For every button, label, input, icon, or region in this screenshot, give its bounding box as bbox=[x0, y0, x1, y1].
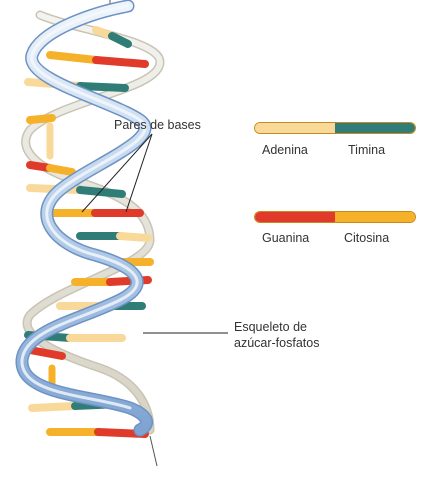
base-pair bbox=[26, 346, 66, 360]
base-pair bbox=[26, 161, 76, 176]
base-pair bbox=[26, 114, 56, 124]
legend-label-adenina: Adenina bbox=[262, 143, 308, 157]
legend-swatch-timina bbox=[335, 123, 415, 133]
legend-bar-guanina-citosina bbox=[254, 211, 416, 223]
base-pair bbox=[92, 26, 132, 48]
base-pair bbox=[46, 428, 149, 438]
base-pair bbox=[26, 184, 126, 198]
legend-label-citosina: Citosina bbox=[344, 231, 390, 245]
legend-swatch-citosina bbox=[335, 212, 415, 222]
pointer-line-base-pairs-2 bbox=[125, 133, 153, 213]
pointer-line-base-pairs-1 bbox=[81, 133, 153, 213]
base-pair bbox=[46, 51, 149, 68]
base-pair bbox=[76, 232, 152, 242]
base-pairs-label: Pares de bases bbox=[114, 118, 201, 132]
legend-label-timina: Timina bbox=[348, 143, 386, 157]
backbone-label-line2: azúcar-fosfatos bbox=[234, 336, 320, 350]
legend-swatch-guanina bbox=[255, 212, 335, 222]
backbone-label-line1: Esqueleto de bbox=[234, 320, 307, 334]
backbone-front-highlight bbox=[20, 4, 147, 410]
legend-label-guanina: Guanina bbox=[262, 231, 310, 245]
legend-bar-adenina-timina bbox=[254, 122, 416, 134]
helix-axis-bottom bbox=[149, 435, 158, 467]
legend-swatch-adenina bbox=[255, 123, 335, 133]
